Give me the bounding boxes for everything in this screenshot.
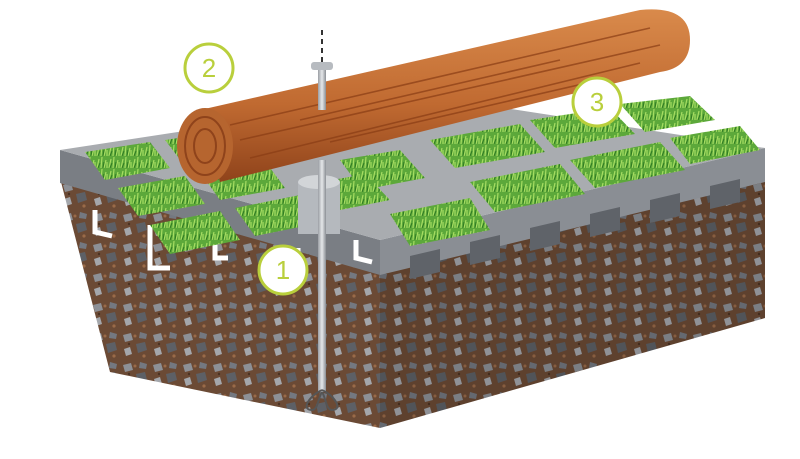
drainage-log-icon — [177, 9, 690, 184]
soil-base — [60, 175, 765, 428]
callout-1-label: 1 — [276, 255, 290, 285]
callout-2: 2 — [183, 42, 235, 94]
callout-3: 3 — [571, 76, 623, 128]
callout-2-label: 2 — [202, 53, 216, 83]
callout-1: 1 — [257, 244, 309, 296]
callout-3-label: 3 — [590, 87, 604, 117]
soil-right-face — [380, 175, 765, 428]
ground-anchor-icon — [298, 30, 340, 412]
soil-front-face — [60, 178, 380, 428]
